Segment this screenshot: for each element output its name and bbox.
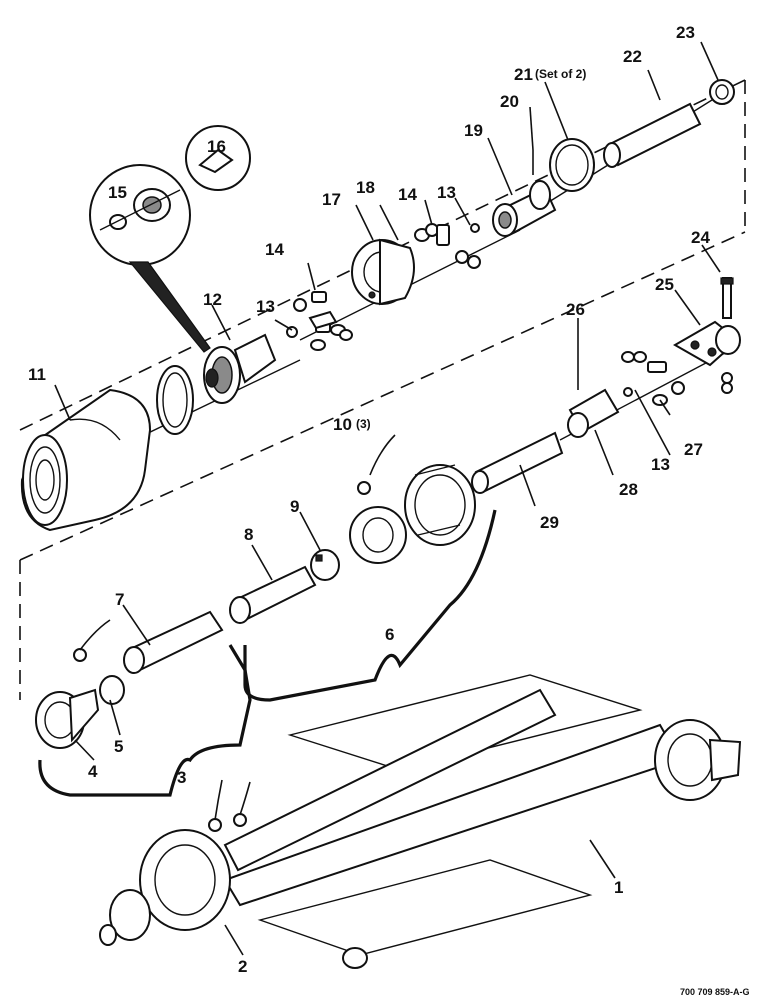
detail-circle-16 [185, 125, 251, 191]
part-6-shield [349, 464, 476, 564]
part-9-bearing-ring [310, 549, 340, 581]
part-17-18-flange [351, 238, 415, 306]
callout-4: 4 [88, 762, 98, 781]
part-24-bolt [720, 277, 734, 394]
right-end-shield [654, 719, 742, 801]
part-7-inner-tube [123, 610, 224, 674]
snap-ring [156, 365, 194, 435]
callout-23: 23 [676, 23, 695, 42]
part-1-guard-tubes [223, 674, 682, 969]
callout-14-right: 14 [398, 185, 417, 204]
callout-24: 24 [691, 228, 710, 247]
callout-7: 7 [115, 590, 124, 609]
part-27-cross [621, 351, 685, 406]
callout-13-left: 13 [256, 297, 275, 316]
part-14-cross-right [414, 223, 481, 269]
leader-lines [54, 41, 721, 956]
callout-18: 18 [356, 178, 375, 197]
detail-circle-15 [89, 164, 191, 266]
part-29-tube [471, 431, 564, 494]
callout-13-mid: 13 [437, 183, 456, 202]
callout-6: 6 [385, 625, 394, 644]
callout-11: 11 [28, 365, 46, 384]
callout-3: 3 [177, 768, 186, 787]
part-5-bearing-ring [99, 675, 125, 705]
callout-14-left: 14 [265, 240, 284, 259]
callout-10: 10 [333, 415, 352, 434]
callout-15: 15 [108, 183, 127, 202]
callout-labels: 1 2 3 4 5 6 7 8 9 10 (3) 11 12 13 13 13 … [28, 23, 710, 976]
callout-21: 21 [514, 65, 533, 84]
bracket-3 [38, 644, 252, 797]
callout-29: 29 [540, 513, 559, 532]
callout-9: 9 [290, 497, 299, 516]
callout-2: 2 [238, 957, 247, 976]
callout-1: 1 [614, 878, 623, 897]
callout-13-right: 13 [651, 455, 670, 474]
callout-8: 8 [244, 525, 253, 544]
part-10-chain [357, 434, 396, 495]
part-14-cross-left [286, 291, 353, 351]
part-4-shield-cone [35, 619, 111, 749]
callout-19: 19 [464, 121, 483, 140]
callout-21-qty: (Set of 2) [535, 67, 586, 81]
callout-22: 22 [623, 47, 642, 66]
bracket-6 [243, 509, 497, 702]
part-28-yoke [567, 365, 620, 438]
callout-27: 27 [684, 440, 703, 459]
callout-5: 5 [114, 737, 123, 756]
part-22-tube [603, 102, 702, 168]
callout-16: 16 [207, 137, 226, 156]
part-2-shield-assembly [99, 779, 251, 946]
part-25-yoke-plate [672, 320, 741, 367]
callout-20: 20 [500, 92, 519, 111]
figure-code: 700 709 859-A-G [680, 987, 750, 997]
callout-10-qty: (3) [356, 417, 371, 431]
callout-12: 12 [203, 290, 222, 309]
callout-28: 28 [619, 480, 638, 499]
part-19-yoke [492, 150, 557, 237]
callout-17: 17 [322, 190, 341, 209]
detail-pointer [128, 261, 211, 353]
callout-25: 25 [655, 275, 674, 294]
part-11-outer-shield [20, 388, 152, 532]
part-21-snap-ring [549, 138, 595, 192]
callout-26: 26 [566, 300, 585, 319]
part-8-inner-tube [229, 565, 317, 624]
part-12-yoke [203, 333, 277, 404]
part-23-bushing [709, 79, 735, 105]
